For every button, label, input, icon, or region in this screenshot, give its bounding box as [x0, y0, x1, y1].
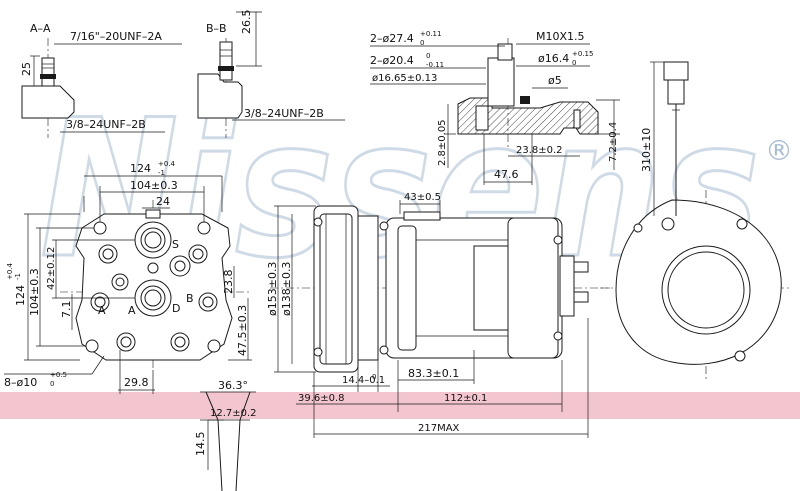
h-42-label: 42±0.12 [46, 247, 57, 290]
bb-thread-label: 3/8–24UNF–2B [244, 107, 324, 120]
fitting-detail: 2–ø27.4 +0.11 0 M10X1.5 2–ø20.4 0 -0.11 … [370, 30, 620, 185]
side-view: ø153±0.3 ø138±0.3 43±0.5 14.4–0.1 0 83.3… [266, 192, 610, 438]
w-217-label: 217MAX [418, 423, 460, 434]
w-43-label: 43±0.5 [404, 192, 441, 203]
d-16-4-tol-dn: 0 [572, 59, 576, 67]
h-7-2-label: 7.2±0.4 [608, 122, 619, 162]
d-16-4-label: ø16.4 [538, 52, 569, 65]
h-7-1-label: 7.1 [60, 301, 73, 319]
h-14-5-label: 14.5 [194, 432, 207, 457]
h-2-8-label: 2.8±0.05 [437, 119, 448, 166]
d-20-4-label: 2–ø20.4 [370, 54, 414, 67]
bb-height-label: 26.5 [240, 10, 253, 35]
w-29-8-label: 29.8 [124, 376, 149, 389]
w-14-4-label: 14.4–0.1 [342, 375, 385, 386]
groove-profile: 36.3° 12.7±0.2 14.5 [194, 379, 257, 491]
d-20-4-tol-up: 0 [426, 52, 430, 60]
w-24-label: 24 [156, 195, 170, 208]
suction-port [134, 221, 172, 259]
w-47-6-label: 47.6 [494, 168, 519, 181]
w-39-6-label: 39.6±0.8 [298, 393, 345, 404]
clutch-view: 310±10 [600, 61, 790, 380]
d-27-4-tol-dn: 0 [420, 39, 424, 47]
section-bb: B–B 26.5 3/8–24UNF–2B [197, 10, 345, 138]
marker-a-left: A [98, 304, 106, 317]
d-138-label: ø138±0.3 [280, 262, 293, 316]
w-83-3-label: 83.3±0.1 [408, 367, 459, 380]
w-124-label: 124 [130, 162, 151, 175]
w-112-label: 112±0.1 [444, 393, 487, 404]
section-aa-label: A–A [30, 22, 51, 35]
holes-label: 8–ø10 [4, 376, 37, 389]
d-27-4-label: 2–ø27.4 [370, 32, 414, 45]
m10-label: M10X1.5 [536, 30, 585, 43]
marker-s: S [172, 238, 179, 251]
h-47-5-label: 47.5±0.3 [236, 305, 249, 356]
h-124-tol-up: +0.4 [6, 262, 14, 280]
angle-label: 36.3° [218, 379, 248, 392]
w-124-tol-dn: -1 [158, 169, 165, 177]
d-5-label: ø5 [548, 74, 562, 87]
h-124-tol-dn: -1 [14, 273, 22, 280]
section-bb-label: B–B [206, 22, 227, 35]
w-124-tol-up: +0.4 [158, 160, 176, 168]
holes-tol-dn: 0 [50, 380, 54, 388]
discharge-port [134, 279, 172, 317]
d-16-65-label: ø16.65±0.13 [372, 73, 437, 84]
aa-thread2-label: 3/8–24UNF–2B [66, 118, 146, 131]
h-23-8-label: 23.8 [222, 270, 235, 295]
d-20-4-tol-dn: -0.11 [426, 61, 444, 69]
w-14-4-tol: 0 [372, 373, 376, 381]
d-27-4-tol-up: +0.11 [420, 30, 441, 38]
aa-thread-label: 7/16"–20UNF–2A [70, 30, 162, 43]
d-153-label: ø153±0.3 [266, 262, 279, 316]
marker-d: D [172, 302, 180, 315]
h-104-label: 104±0.3 [28, 268, 41, 316]
section-aa: A–A 25 7/16"–20UNF–2A 3/8–24UNF–2B [20, 22, 182, 138]
mount-holes [85, 221, 221, 353]
w-23-8-label: 23.8±0.2 [516, 145, 563, 156]
d-16-4-tol-up: +0.15 [572, 50, 593, 58]
marker-a-center: A [128, 304, 136, 317]
watermark-band [0, 392, 800, 419]
bolt-bosses [90, 244, 218, 352]
h-310-label: 310±10 [640, 128, 653, 172]
front-view: S D A A B 124 +0.4 -1 104±0.3 24 124 +0.… [4, 160, 252, 394]
w-104-label: 104±0.3 [130, 179, 178, 192]
aa-height-label: 25 [20, 62, 33, 76]
watermark-registered: ® [765, 134, 793, 167]
wire-connector [663, 61, 689, 81]
marker-b: B [186, 292, 194, 305]
h-124-label: 124 [14, 285, 27, 306]
w-12-7-label: 12.7±0.2 [210, 408, 257, 419]
holes-tol-up: +0.5 [50, 371, 67, 379]
